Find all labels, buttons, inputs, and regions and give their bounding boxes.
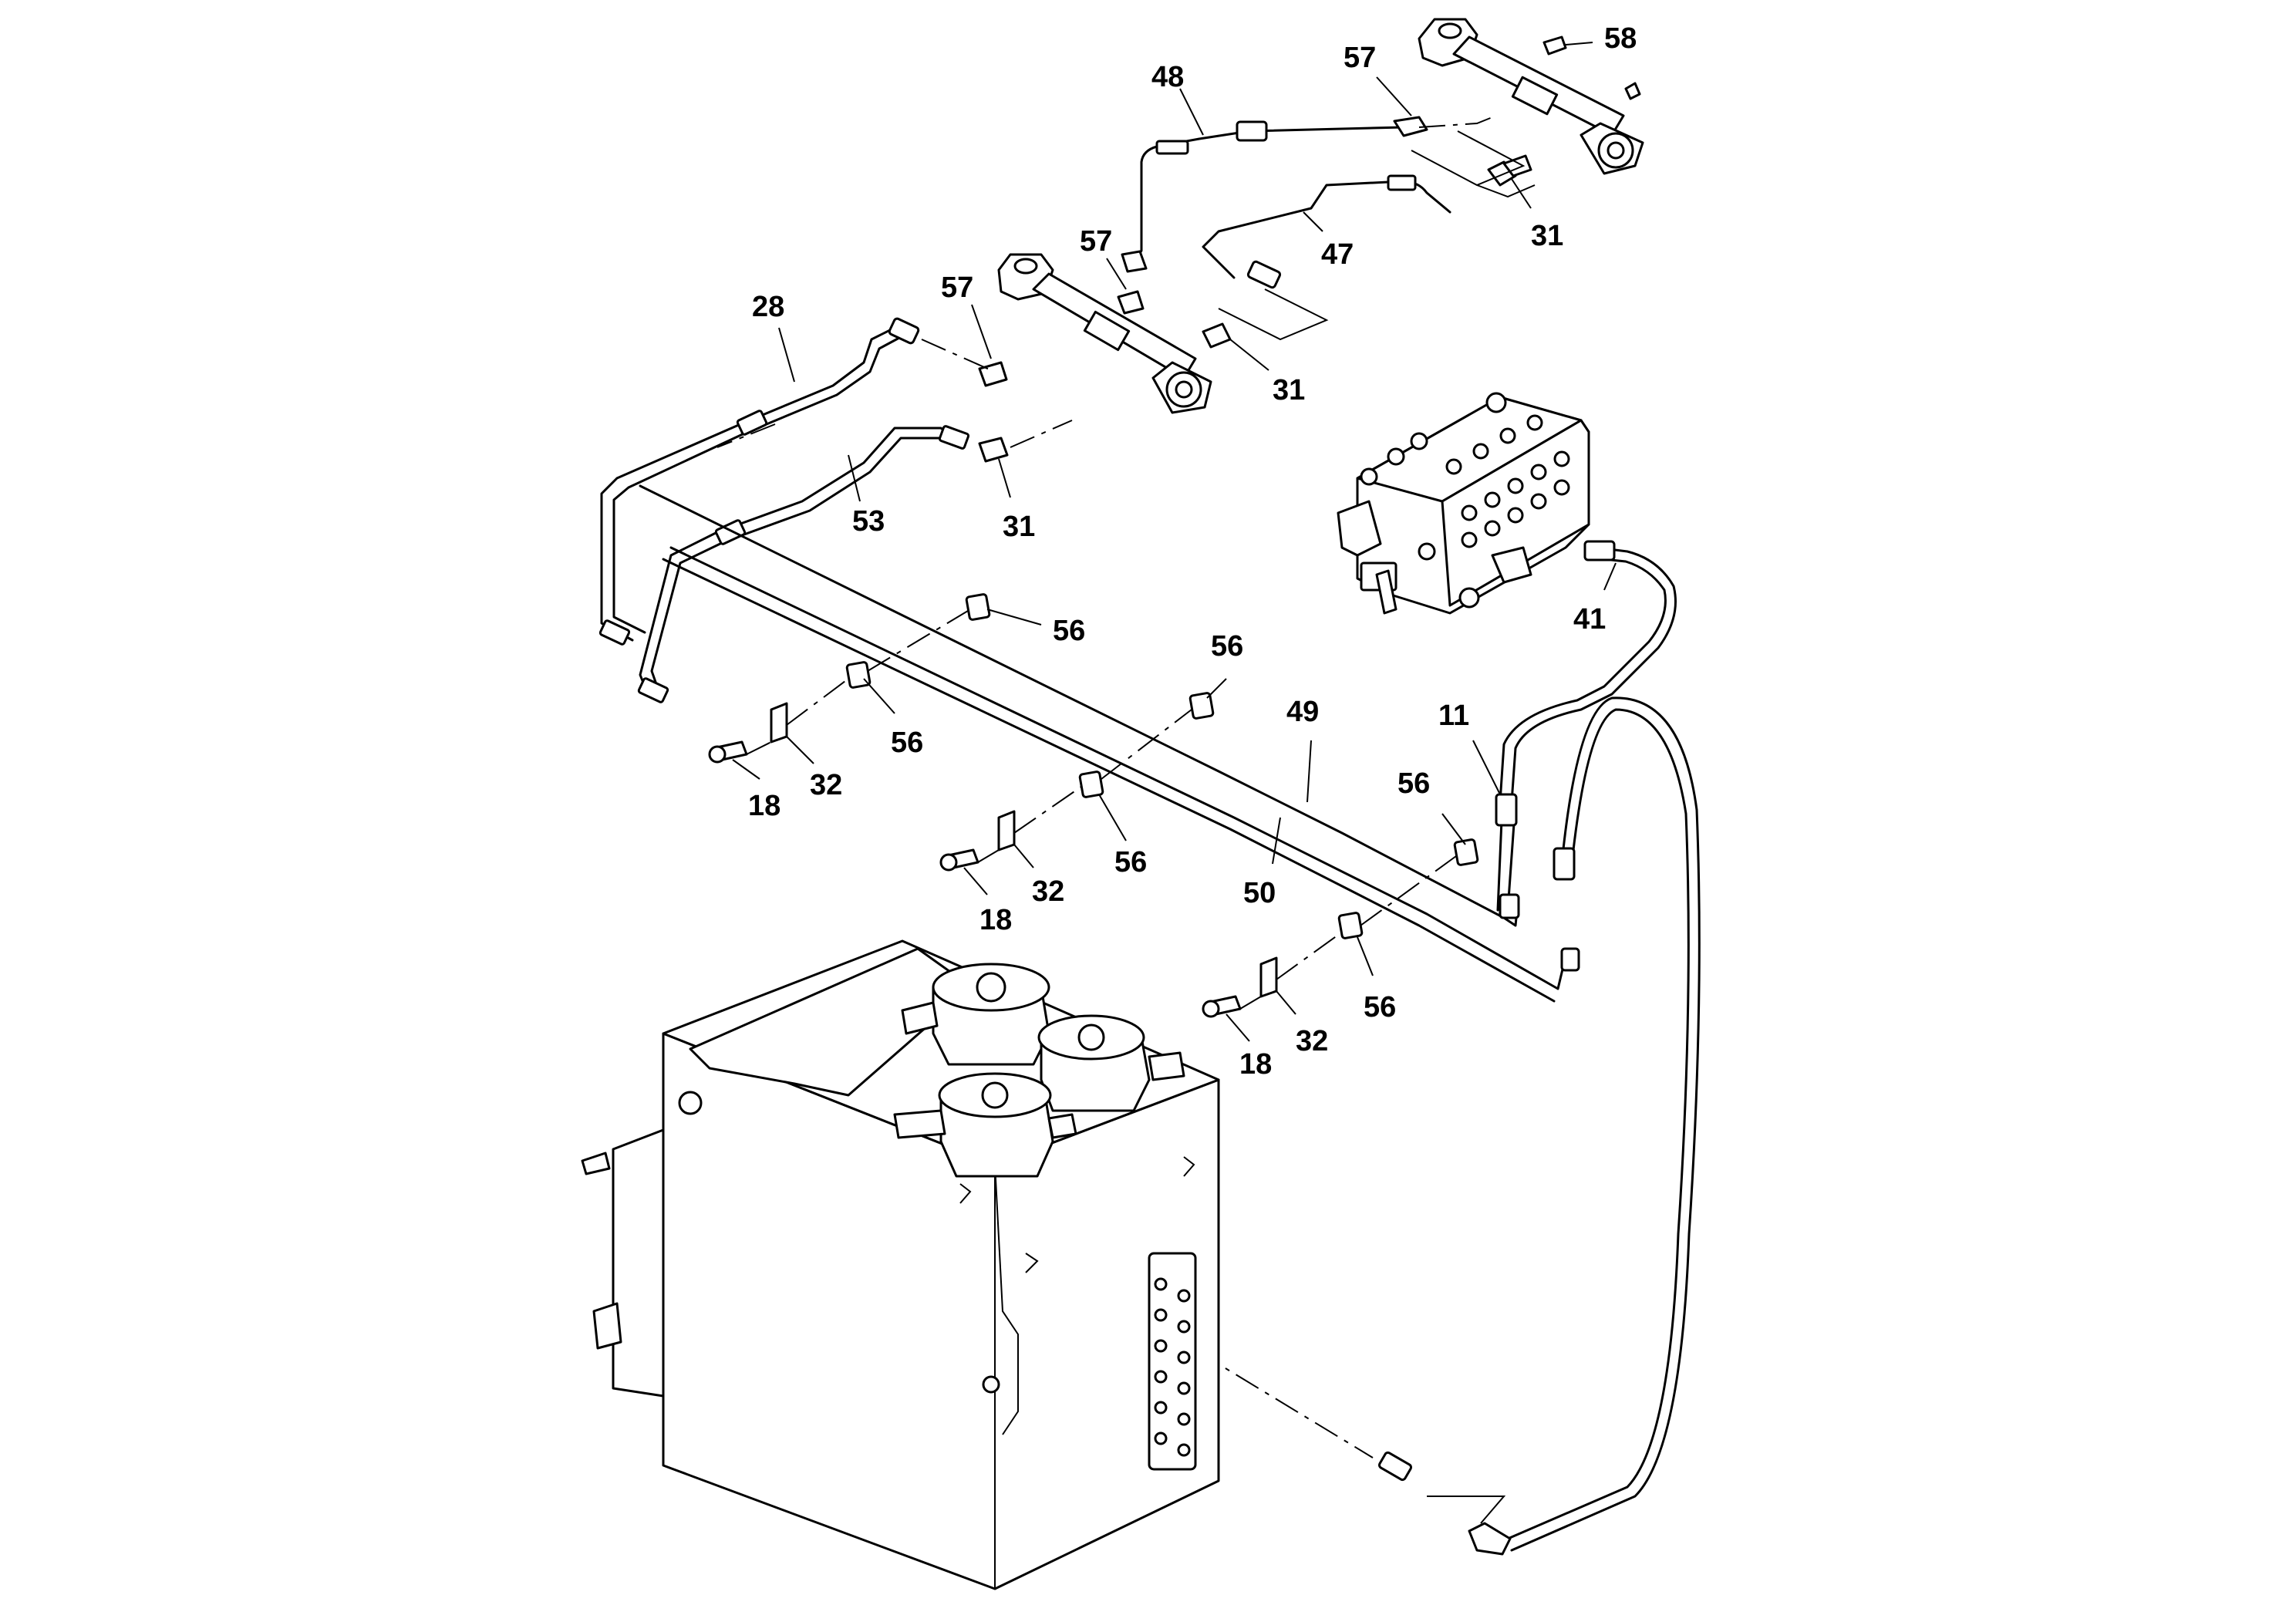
tube-48[interactable]: [1132, 120, 1405, 264]
box-outline-upper: [1411, 130, 1526, 187]
callout-31: 31: [1273, 374, 1305, 406]
filter-assembly-3[interactable]: [893, 1072, 1077, 1178]
leader-48: [1179, 88, 1204, 136]
clamp-group-1[interactable]: [708, 593, 991, 764]
callout-18: 18: [979, 904, 1012, 936]
callout-47: 47: [1321, 238, 1354, 271]
leader-56e: [1441, 813, 1466, 845]
elbow-31-upper[interactable]: [1487, 154, 1532, 187]
tube-28[interactable]: [598, 317, 920, 646]
callout-57: 57: [1080, 225, 1112, 258]
elbow-57-upper[interactable]: [1121, 116, 1428, 273]
leader-56b: [863, 678, 895, 714]
control-valve-block[interactable]: [1337, 392, 1590, 615]
hose-41[interactable]: [1499, 540, 1677, 804]
cylinder-upper-right[interactable]: [1418, 18, 1644, 175]
hose-long-return[interactable]: [1468, 696, 1701, 1556]
leader-dash-28: [921, 339, 992, 371]
callout-56: 56: [1053, 615, 1085, 647]
leader-31a: [1511, 178, 1532, 209]
callout-31: 31: [1531, 220, 1563, 252]
leader-56a: [986, 609, 1042, 626]
leader-dash-clamp2: [977, 709, 1192, 863]
leader-31b: [1229, 339, 1269, 371]
leader-57c: [971, 304, 992, 359]
callout-28: 28: [752, 291, 784, 323]
callout-11: 11: [1438, 700, 1469, 732]
callout-56: 56: [1114, 846, 1147, 878]
hydraulic-tank[interactable]: [581, 939, 1220, 1590]
callout-56: 56: [1397, 767, 1430, 800]
leader-18c: [1226, 1013, 1250, 1042]
leader-56c: [1206, 678, 1227, 699]
filter-assembly-2[interactable]: [1037, 1014, 1185, 1112]
leader-11: [1472, 740, 1501, 795]
leader-57a: [1376, 76, 1412, 116]
hose-11[interactable]: [1495, 793, 1520, 919]
leader-32c: [1276, 990, 1296, 1015]
tube-53[interactable]: [637, 425, 970, 703]
leader-31c: [998, 458, 1011, 498]
box-outline-middle: [1218, 288, 1329, 341]
callout-57: 57: [941, 271, 973, 304]
fitting-lower[interactable]: [1378, 1451, 1412, 1482]
leader-dash-48: [1418, 115, 1497, 128]
callout-18: 18: [748, 790, 781, 822]
leader-dash-53: [716, 423, 776, 448]
leader-56d: [1098, 794, 1127, 841]
callout-56: 56: [891, 727, 923, 759]
pipe-49[interactable]: [639, 484, 1519, 927]
callout-41: 41: [1573, 603, 1606, 636]
fitting-58[interactable]: [1542, 35, 1641, 100]
leader-47: [1303, 211, 1323, 232]
callout-32: 32: [1296, 1025, 1328, 1057]
leader-28: [778, 327, 795, 383]
callout-53: 53: [852, 505, 885, 538]
leader-dash-return: [1156, 1326, 1374, 1458]
leader-50: [1272, 817, 1281, 865]
pipe-50[interactable]: [662, 546, 1567, 1003]
callout-32: 32: [810, 769, 842, 801]
callout-49: 49: [1286, 696, 1319, 728]
leader-dash-53b: [1010, 420, 1073, 448]
callout-31: 31: [1003, 511, 1035, 543]
callout-48: 48: [1151, 61, 1184, 93]
callout-57: 57: [1344, 42, 1376, 74]
clamp-group-2[interactable]: [939, 692, 1215, 872]
clamp-group-3[interactable]: [1202, 838, 1479, 1018]
callout-32: 32: [1032, 875, 1064, 908]
cylinder-middle[interactable]: [997, 253, 1212, 414]
bracket-lower: [1427, 1496, 1506, 1524]
leader-18a: [732, 759, 760, 780]
leader-32b: [1013, 844, 1034, 868]
leader-18b: [963, 867, 988, 895]
filter-assembly-1[interactable]: [901, 963, 1050, 1066]
callout-50: 50: [1243, 877, 1276, 909]
callout-18: 18: [1239, 1048, 1272, 1081]
box-outline-upper-2: [1476, 184, 1536, 198]
leader-32a: [786, 736, 814, 764]
callout-58: 58: [1604, 22, 1637, 55]
leader-dash-clamp3: [1239, 855, 1457, 1010]
leader-41: [1603, 562, 1617, 591]
leader-58: [1565, 42, 1593, 46]
leader-56f: [1357, 936, 1374, 976]
leader-49: [1306, 740, 1312, 803]
callout-56: 56: [1364, 991, 1396, 1023]
leader-57b: [1106, 258, 1127, 290]
leader-53: [848, 454, 861, 502]
fitting-31-middle[interactable]: [978, 322, 1232, 463]
tube-47[interactable]: [1202, 174, 1451, 289]
callout-56: 56: [1211, 630, 1243, 663]
leader-dash-clamp1: [746, 610, 969, 755]
